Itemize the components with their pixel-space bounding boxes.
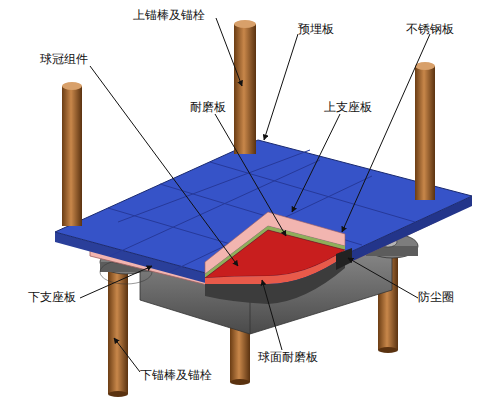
part-label: 球冠组件 bbox=[40, 52, 88, 66]
leader-lines bbox=[80, 18, 430, 372]
part-label: 防尘圈 bbox=[418, 290, 454, 304]
part-label: 耐磨板 bbox=[190, 100, 226, 114]
embedded-plate bbox=[55, 140, 472, 300]
part-label: 上锚棒及锚栓 bbox=[133, 8, 205, 22]
part-label: 下锚棒及锚栓 bbox=[140, 368, 212, 382]
part-label: 预埋板 bbox=[298, 22, 334, 36]
part-label: 不锈钢板 bbox=[406, 22, 454, 36]
part-label: 下支座板 bbox=[28, 290, 76, 304]
cutaway-section bbox=[205, 212, 352, 304]
upper-anchor-rods bbox=[62, 20, 435, 226]
part-label: 球面耐磨板 bbox=[258, 350, 318, 364]
part-label: 上支座板 bbox=[324, 100, 372, 114]
